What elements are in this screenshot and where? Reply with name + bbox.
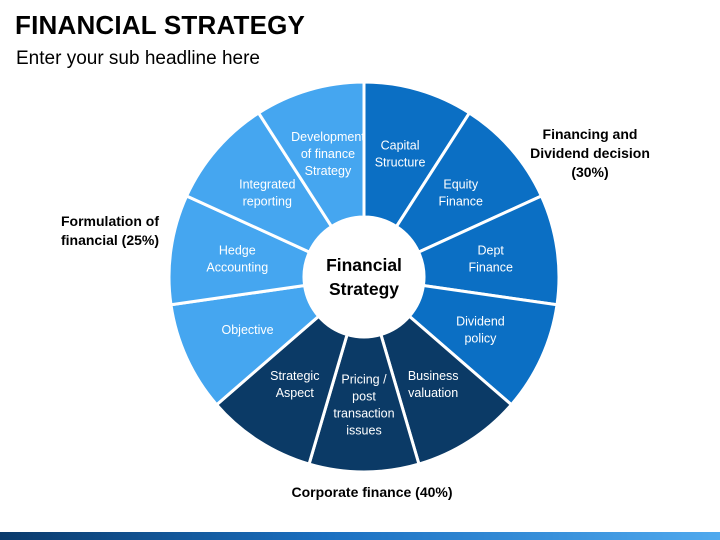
segment-label: Pricing / post transaction issues (333, 373, 394, 438)
group-label-line: financial (25%) (60, 232, 160, 248)
segment-label-line: Dividend (456, 315, 505, 329)
segment-label-line: Accounting (206, 260, 268, 274)
segment-label-line: reporting (243, 195, 292, 209)
segment-label-line: Business (408, 369, 459, 383)
segment-label-line: Pricing / (341, 373, 387, 387)
segment-label-line: Integrated (239, 178, 295, 192)
segment-label-line: Finance (438, 195, 483, 209)
segment-label-line: policy (464, 332, 497, 346)
segment-label-line: Strategic (270, 369, 319, 383)
center-label-line: Financial (326, 255, 402, 275)
segment-label-line: Development (291, 130, 365, 144)
segment-label-line: Aspect (276, 386, 315, 400)
center-label-line: Strategy (329, 279, 399, 299)
group-label-line: Dividend decision (530, 145, 650, 161)
page-subtitle: Enter your sub headline here (16, 48, 260, 69)
segment-label: Objective (222, 323, 274, 337)
center-circle (306, 219, 422, 335)
segment-label: Business valuation (408, 369, 459, 400)
group-label-line: Financing and (542, 126, 638, 142)
group-label-line: Corporate finance (40%) (291, 484, 453, 500)
page-title: FINANCIAL STRATEGY (15, 10, 306, 40)
bottom-accent-bar (0, 532, 720, 540)
segment-label-line: Equity (443, 178, 478, 192)
segment-label-line: Objective (222, 323, 274, 337)
segment-label-line: Strategy (305, 164, 352, 178)
segment-label-line: post (352, 390, 376, 404)
segment-label-line: Finance (468, 260, 513, 274)
group-label-corporate: Corporate finance (40%) (262, 483, 482, 502)
wheel-segment (256, 80, 366, 229)
group-label-financing: Financing and Dividend decision (30%) (520, 125, 660, 182)
segment-label-line: Capital (381, 139, 420, 153)
segment-label-line: Hedge (219, 243, 256, 257)
segment-label-line: Structure (375, 156, 426, 170)
segment-label-line: issues (346, 424, 381, 438)
segment-label: Integrated reporting (239, 178, 295, 209)
segment-label-line: valuation (408, 386, 458, 400)
segment-label-line: transaction (333, 407, 394, 421)
group-label-line: Formulation of (61, 213, 159, 229)
group-label-formulation: Formulation of financial (25%) (40, 212, 180, 250)
segment-label: Dividend policy (456, 315, 505, 346)
group-label-line: (30%) (571, 164, 609, 180)
segment-label-line: Dept (477, 243, 504, 257)
segment-label-line: of finance (301, 147, 355, 161)
